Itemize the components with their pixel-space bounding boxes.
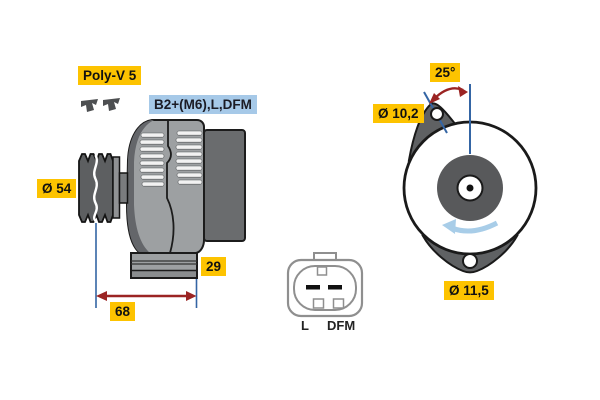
foot-offset-label: 29 bbox=[201, 257, 227, 276]
pulley-diameter-label: Ø 54 bbox=[37, 179, 77, 198]
bottom-hole-diameter-label: Ø 11,5 bbox=[444, 281, 494, 300]
top-lug-hole bbox=[430, 107, 444, 121]
front-bell-shading bbox=[127, 120, 154, 253]
connector-diagram bbox=[286, 252, 364, 318]
pulley-side bbox=[78, 153, 129, 223]
mount-angle-label: 25° bbox=[430, 63, 461, 82]
connector-key-bottom-left bbox=[312, 298, 325, 309]
belt-icon bbox=[81, 98, 120, 112]
vent-slots-front bbox=[139, 132, 165, 187]
arrowhead-left bbox=[96, 291, 107, 301]
connector-key-bottom-right bbox=[332, 298, 345, 309]
arrowhead-right bbox=[186, 291, 197, 301]
connector-key-top bbox=[316, 266, 328, 276]
body-seam bbox=[166, 120, 175, 254]
side-view bbox=[78, 98, 246, 308]
front-view bbox=[402, 84, 538, 274]
mounting-foot bbox=[130, 252, 198, 279]
rear-housing bbox=[203, 129, 246, 242]
rotation-arrow-icon bbox=[442, 219, 499, 234]
top-hole-diameter-label: Ø 10,2 bbox=[373, 104, 424, 123]
connector-pin-dfm bbox=[328, 285, 342, 290]
connector-pin-l bbox=[306, 285, 320, 290]
vent-slots-rear bbox=[175, 130, 203, 185]
alternator-body bbox=[125, 119, 205, 254]
mount-length-label: 68 bbox=[110, 302, 136, 321]
belt-type-label: Poly-V 5 bbox=[78, 66, 142, 85]
connector-pin-l-label: L bbox=[301, 318, 309, 333]
terminal-label: B2+(M6),L,DFM bbox=[149, 95, 257, 114]
connector-pin-dfm-label: DFM bbox=[327, 318, 356, 333]
shaft-center-dot bbox=[466, 184, 474, 192]
dimension-68 bbox=[95, 223, 198, 308]
angle-arrowhead-left bbox=[429, 93, 440, 104]
angle-arrowhead-right bbox=[458, 86, 468, 97]
bottom-lug-hole bbox=[462, 253, 478, 269]
break-line bbox=[93, 154, 98, 222]
